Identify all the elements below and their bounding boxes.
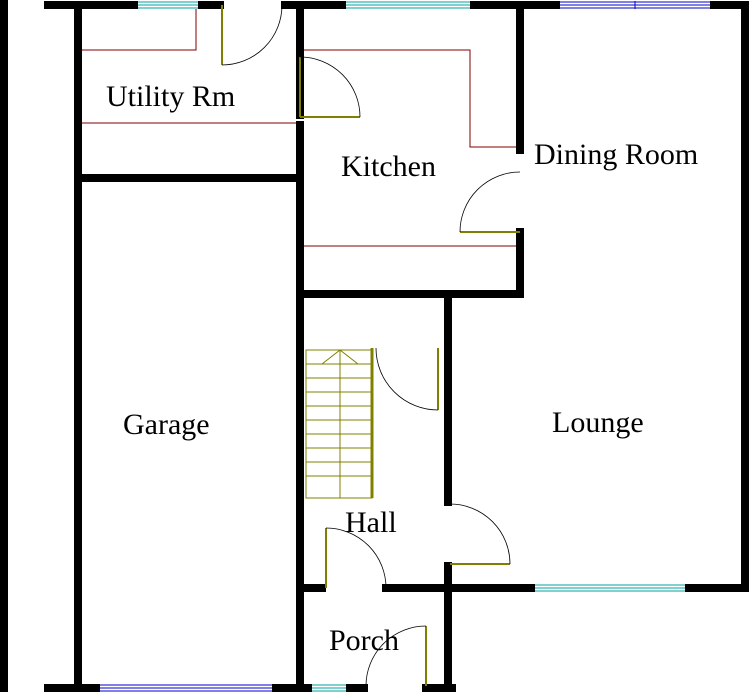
door-kitchen-dining (459, 171, 521, 233)
partition-lines (80, 8, 520, 247)
garage-door (100, 684, 272, 692)
room-label-porch: Porch (329, 624, 399, 657)
window-lounge (535, 584, 685, 592)
door-utility-outer (221, 4, 283, 66)
doors (221, 4, 521, 687)
door-utility-kitchen (299, 56, 361, 118)
window-utility (138, 1, 198, 9)
door-porch-front (365, 625, 427, 687)
door-hall-lounge (449, 503, 511, 565)
room-label-dining: Dining Room (534, 138, 698, 171)
room-label-kitchen: Kitchen (341, 150, 436, 183)
room-label-hall: Hall (345, 506, 397, 539)
window-dining (560, 1, 710, 9)
staircase (305, 348, 374, 499)
room-label-lounge: Lounge (552, 406, 644, 439)
room-label-garage: Garage (123, 408, 210, 441)
windows (100, 1, 710, 692)
window-porch (312, 684, 346, 692)
door-hall-porch (325, 527, 387, 589)
window-kitchen (346, 1, 470, 9)
door-hall-cupboard (375, 347, 439, 411)
room-label-utility: Utility Rm (106, 80, 235, 113)
